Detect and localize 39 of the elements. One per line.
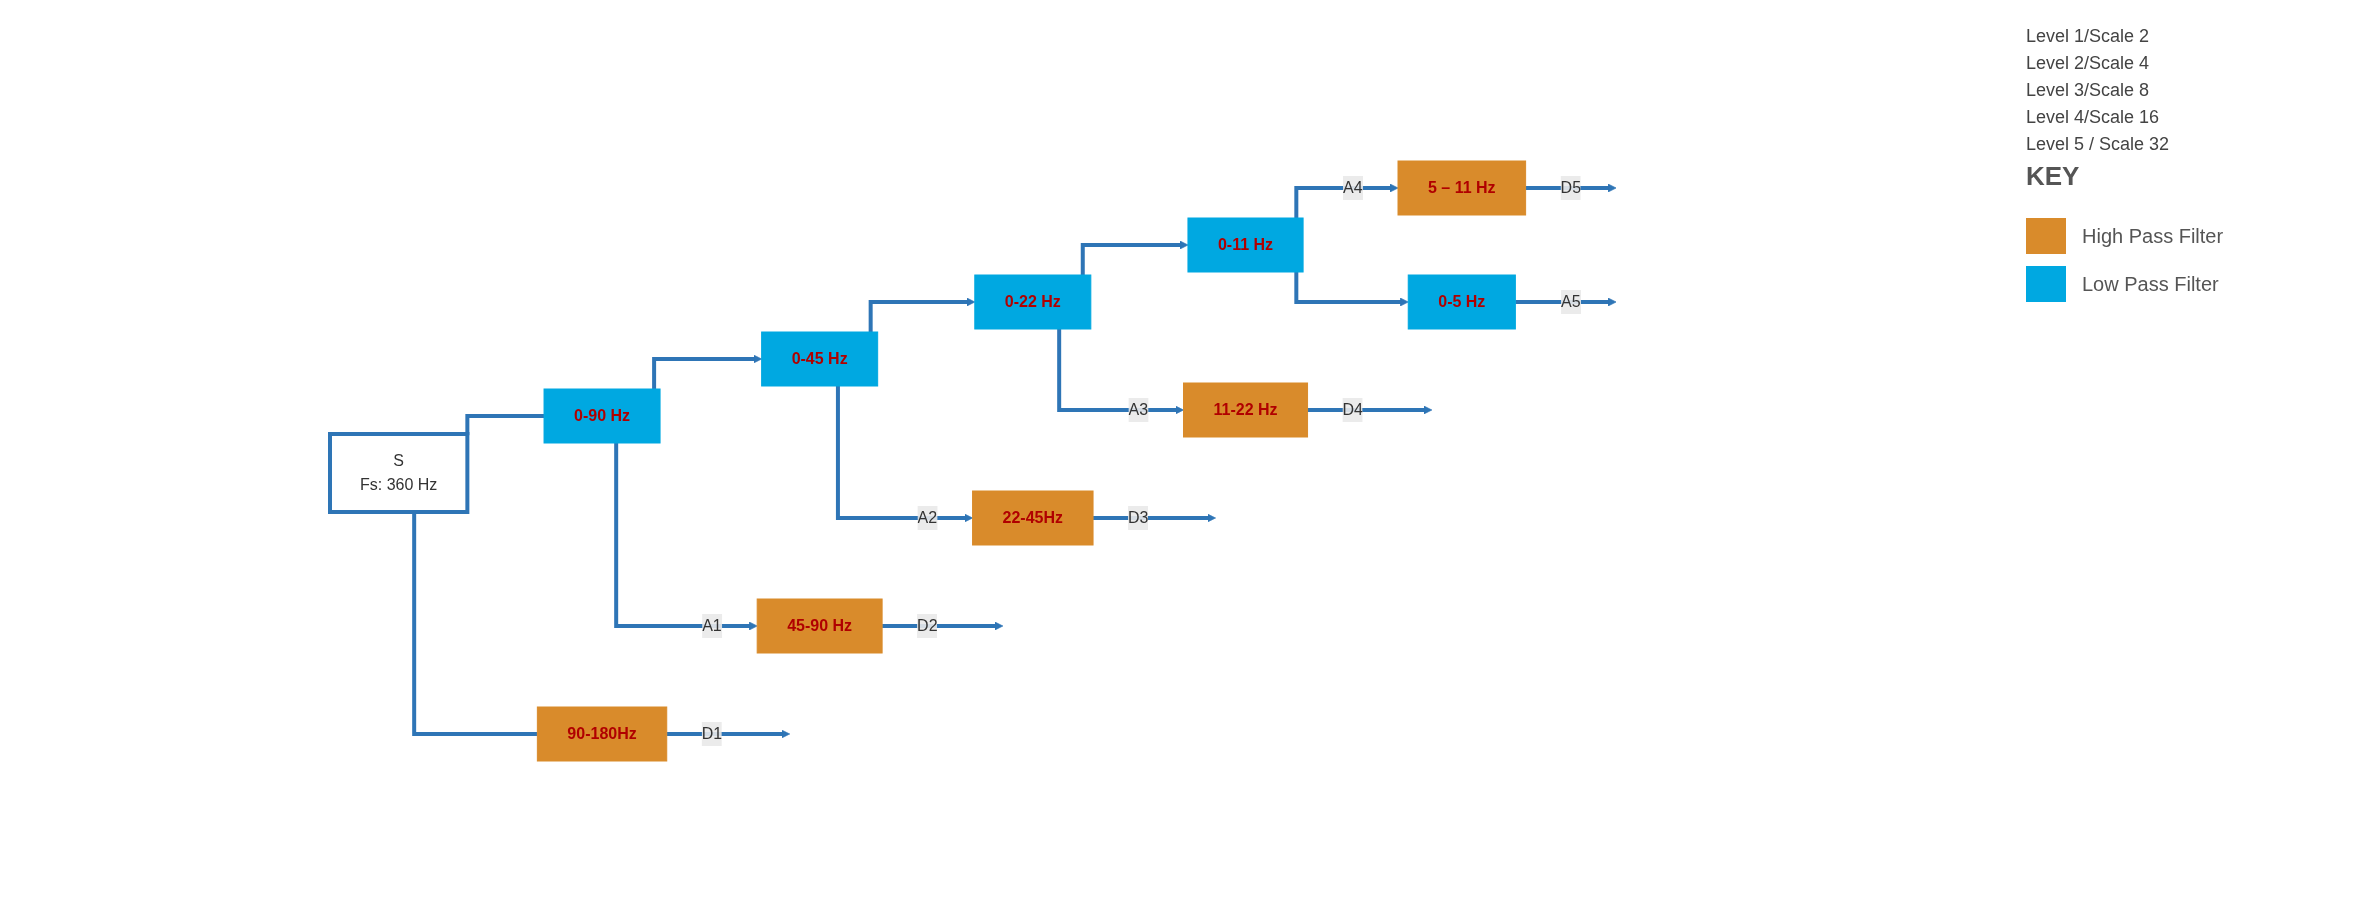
- node-box: 0-22 Hz: [974, 274, 1092, 329]
- edge-label: A2: [917, 508, 938, 526]
- edge-label: D2: [917, 616, 938, 634]
- node-box: 0-5 Hz: [1407, 274, 1516, 329]
- node-box: 0-45 Hz: [761, 331, 879, 386]
- edge-label: D5: [1560, 178, 1582, 196]
- edge-label: D1: [701, 724, 723, 742]
- arrow: [1294, 183, 1399, 218]
- node-box: 90-180Hz: [536, 706, 668, 761]
- arrow: [1080, 240, 1189, 275]
- edge-label: A5: [1561, 292, 1581, 310]
- arrow: [868, 297, 976, 332]
- edge-label: A3: [1128, 400, 1149, 418]
- node-box: 0-90 Hz: [543, 388, 661, 443]
- arrow: [614, 442, 758, 630]
- edge-label: A4: [1342, 178, 1363, 196]
- connector: [412, 511, 538, 736]
- arrow: [835, 385, 973, 522]
- arrow: [1057, 328, 1184, 414]
- node-box: S Fs: 360 Hz: [327, 431, 470, 514]
- level-label: Level 3/Scale 8: [2026, 80, 2151, 101]
- level-label: Level 2/Scale 4: [2026, 53, 2151, 74]
- node-box: 5 – 11 Hz: [1397, 160, 1527, 215]
- connector: [465, 413, 544, 435]
- edge-label: D3: [1128, 508, 1149, 526]
- level-label: Level 1/Scale 2: [2026, 26, 2151, 47]
- node-box: 22-45Hz: [972, 490, 1094, 545]
- legend-title: KEY: [2026, 161, 2080, 192]
- level-label: Level 5 / Scale 32: [2026, 134, 2171, 155]
- node-box: 0-11 Hz: [1187, 217, 1304, 272]
- node-box: 11-22 Hz: [1182, 382, 1308, 437]
- legend-text: Low Pass Filter: [2082, 272, 2219, 296]
- level-label: Level 4/Scale 16: [2026, 107, 2161, 128]
- arrow: [652, 354, 762, 389]
- arrow: [1294, 271, 1409, 306]
- edge-label: A1: [702, 616, 722, 634]
- node-box: 45-90 Hz: [756, 598, 883, 653]
- legend-text: High Pass Filter: [2082, 224, 2224, 248]
- edge-label: D4: [1342, 400, 1363, 418]
